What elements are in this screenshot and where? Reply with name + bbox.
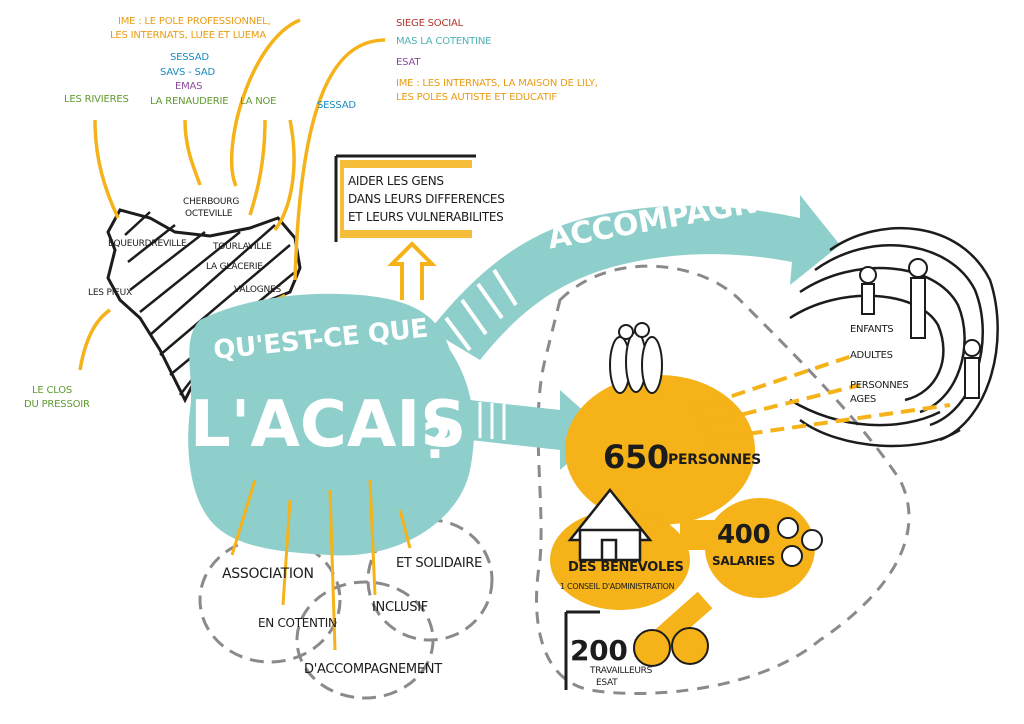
org-salaries-count: 400 <box>717 520 771 550</box>
blob-connector <box>680 520 740 550</box>
people-blob <box>565 375 755 525</box>
place-tourlaville: TOURLAVILLE <box>213 242 272 252</box>
mission-box <box>334 154 514 300</box>
fingerprint-zone <box>789 226 999 448</box>
label-sessad-2: SESSAD <box>317 100 356 111</box>
label-mas-cotentine: MAS LA COTENTINE <box>396 36 492 47</box>
value-association: ASSOCIATION <box>222 566 314 582</box>
people-enfants: ENFANTS <box>850 324 894 335</box>
label-sessad-1: SESSAD <box>170 52 209 63</box>
accompagner-arrow <box>430 195 840 360</box>
people-personnes: PERSONNES <box>850 380 909 391</box>
label-la-renauderie: LA RENAUDERIE <box>150 96 229 107</box>
people-adultes: ADULTES <box>850 350 893 361</box>
value-et-solidaire: ET SOLIDAIRE <box>396 556 483 571</box>
mission-line-1: AIDER LES GENS <box>348 174 444 188</box>
people-group-figure <box>609 322 663 394</box>
connector-to-esat <box>652 591 713 649</box>
org-conseil: 1 CONSEIL D'ADMINISTRATION <box>560 582 675 591</box>
salaries-faces <box>777 517 823 567</box>
center-title-line-2: L'ACAIS <box>190 388 467 462</box>
label-ime-internats-2: LES POLES AUTISTE ET EDUCATIF <box>396 92 557 103</box>
label-ime-internats: IME : LES INTERNATS, LA MAISON DE LILY, <box>396 78 598 89</box>
esat-box <box>564 610 709 690</box>
org-salaries-label: SALARIES <box>712 554 776 568</box>
mission-line-3: ET LEURS VULNERABILITES <box>348 210 504 224</box>
label-ime-pole-pro-2: LES INTERNATS, LUEE ET LUEMA <box>110 30 266 41</box>
people-ages: AGES <box>850 394 876 405</box>
organisation-dashed-region <box>535 264 911 695</box>
label-emas: EMAS <box>175 81 203 92</box>
label-ime-pole-pro: IME : LE POLE PROFESSIONNEL, <box>118 16 271 27</box>
value-arrows <box>230 479 412 651</box>
label-esat: ESAT <box>396 57 421 68</box>
place-equeurdreville: EQUEURDREVILLE <box>108 239 187 249</box>
accompagner-arrow-stripes <box>444 268 518 352</box>
top-arrows <box>78 18 386 371</box>
place-valognes: VALOGNES <box>234 285 282 295</box>
mission-up-arrow <box>387 241 437 300</box>
org-esat-label-1: TRAVAILLEURS <box>590 666 653 676</box>
label-siege-social: SIEGE SOCIAL <box>396 18 464 29</box>
label-savs-sad: SAVS - SAD <box>160 67 215 78</box>
value-en-cotentin: EN COTENTIN <box>258 616 337 630</box>
value-inclusif: INCLUSIF <box>372 600 428 615</box>
label-du-pressoir: DU PRESSOIR <box>24 399 90 410</box>
dashed-circle-left <box>198 536 342 664</box>
place-la-glacerie: LA GLACERIE <box>206 262 263 272</box>
center-question-mark: ? <box>422 412 451 470</box>
value-accompagnement: D'ACCOMPAGNEMENT <box>304 662 442 677</box>
people-count: 650 <box>603 438 669 476</box>
beams <box>689 353 951 442</box>
mission-line-2: DANS LEURS DIFFERENCES <box>348 192 505 206</box>
people-label: PERSONNES <box>668 452 761 468</box>
esat-face-1 <box>633 629 671 667</box>
organisation-blobs <box>550 375 815 649</box>
org-esat-count: 200 <box>570 634 628 667</box>
place-octeville: OCTEVILLE <box>185 209 233 219</box>
central-teal-shape <box>188 293 474 556</box>
place-cherbourg: CHERBOURG <box>183 197 240 207</box>
org-esat-label-2: ESAT <box>596 678 618 688</box>
label-les-rivieres: LES RIVIERES <box>64 94 129 105</box>
label-la-noe: LA NOE <box>240 96 277 107</box>
esat-face-2 <box>671 627 709 665</box>
person-figures <box>859 258 981 399</box>
house-icon <box>567 487 653 562</box>
org-benevoles: DES BENEVOLES <box>568 560 684 575</box>
place-les-pieux: LES PIEUX <box>88 288 132 298</box>
label-le-clos: LE CLOS <box>32 385 73 396</box>
accompagner-arrow-body <box>430 195 840 360</box>
